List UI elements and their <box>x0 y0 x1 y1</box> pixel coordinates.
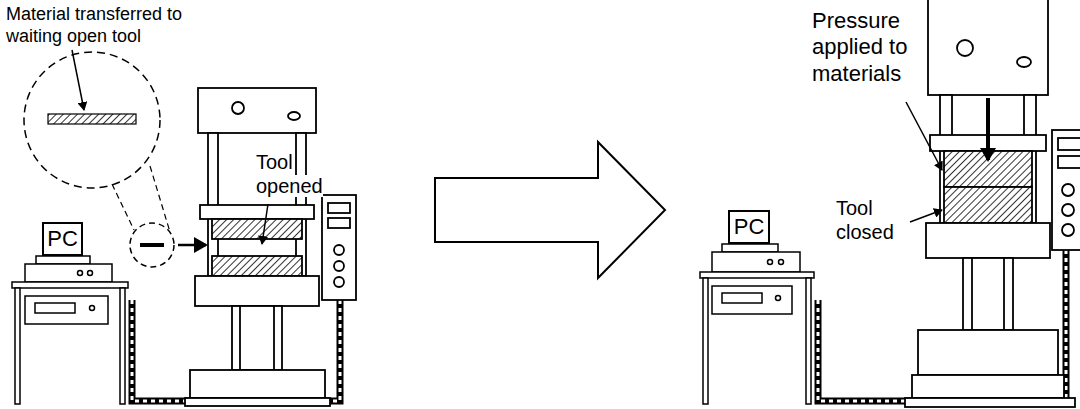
press-closed-part <box>918 330 1058 375</box>
computer-desk-part <box>712 252 800 272</box>
press-open-part <box>200 205 314 219</box>
press-open-part <box>190 370 325 398</box>
press-closed-part <box>905 398 1075 407</box>
callout-label: Pressure applied to materials <box>812 8 922 87</box>
computer-desk-part <box>722 244 778 252</box>
press-closed-part <box>957 40 973 56</box>
cable-part <box>818 300 914 401</box>
press-open-part <box>328 203 350 213</box>
press-closed-part <box>912 375 1064 398</box>
label-text: Material transferred to waiting open too… <box>6 4 182 46</box>
press-open-part <box>288 112 300 120</box>
magnifier-part <box>72 50 84 110</box>
computer-desk-part <box>806 278 811 404</box>
press-open-part <box>198 88 316 133</box>
press-closed-part <box>1058 156 1080 168</box>
magnifier-part <box>178 244 206 247</box>
monitor-label: PC <box>734 216 765 238</box>
press-open-part <box>322 195 356 300</box>
cable <box>132 300 340 401</box>
press-closed-part <box>963 258 1013 330</box>
computer-desk-part <box>776 296 781 301</box>
computer-desk-part <box>712 286 792 314</box>
computer-desk-part <box>779 260 784 265</box>
label-text: Tool closed <box>836 197 894 243</box>
magnifier-part <box>140 243 164 247</box>
callout-label: Tool closed <box>836 196 906 244</box>
magnifier-part <box>48 114 136 124</box>
press-closed-part <box>1062 204 1074 216</box>
computer-desk-part <box>35 303 75 313</box>
press-open-part <box>328 218 350 228</box>
pressure-arrow <box>986 98 990 160</box>
cable-part <box>132 300 192 401</box>
cable-part <box>818 300 914 401</box>
press-closed-part <box>1062 184 1074 196</box>
press-open-part <box>273 306 275 370</box>
magnifier-part <box>150 166 170 232</box>
press-closed-part <box>1003 258 1005 330</box>
press-open-part <box>185 398 330 406</box>
leader-line <box>906 102 942 170</box>
computer-desk-part <box>12 282 128 288</box>
label-text: Tool opened <box>256 151 323 197</box>
magnifier <box>24 50 206 267</box>
callout-label: Tool opened <box>256 150 328 198</box>
leader-line <box>910 210 942 222</box>
computer-desk-part <box>78 271 83 276</box>
pc-monitor: PC <box>728 210 770 244</box>
press-closed-part <box>1017 57 1031 67</box>
press-open-part <box>334 245 344 255</box>
magnifier-part <box>130 223 174 267</box>
computer-desk-part <box>25 264 112 282</box>
cable <box>818 250 1066 401</box>
press-open <box>185 88 356 406</box>
computer-desk-part <box>722 293 762 303</box>
computer-desk-part <box>88 271 93 276</box>
computer-desk <box>700 244 814 404</box>
leader-line <box>262 204 268 244</box>
press-open-part <box>239 306 241 370</box>
press-open-part <box>334 261 344 271</box>
press-closed-part <box>926 223 1050 258</box>
press-closed <box>905 0 1080 407</box>
computer-desk-part <box>768 260 773 265</box>
press-open-part <box>232 102 244 114</box>
press-open-part <box>195 276 319 306</box>
computer-desk-part <box>15 288 20 404</box>
computer-desk-part <box>703 278 708 404</box>
press-closed-part <box>971 258 973 330</box>
monitor-label: PC <box>47 228 78 250</box>
cable-part <box>132 300 192 401</box>
magnifier-part <box>112 184 134 230</box>
magnifier-part <box>24 52 160 188</box>
press-closed-part <box>928 0 1048 95</box>
computer-desk-part <box>120 288 125 404</box>
press-closed-part <box>944 187 1032 223</box>
press-open-part <box>212 256 302 276</box>
computer-desk-part <box>25 296 108 324</box>
computer-desk-part <box>90 306 95 311</box>
label-text: Pressure applied to materials <box>812 8 907 86</box>
press-open-part <box>334 277 344 287</box>
press-closed-part <box>1062 224 1074 236</box>
callout-label: Material transferred to waiting open too… <box>6 4 234 47</box>
computer-desk-part <box>700 272 814 278</box>
press-open-part <box>212 219 302 239</box>
press-open-part <box>232 306 282 370</box>
press-closed-part <box>1058 138 1080 150</box>
computer-desk-part <box>36 256 90 264</box>
transition-arrow <box>435 142 665 278</box>
pc-monitor: PC <box>42 222 83 256</box>
press-closed-part <box>1052 130 1080 250</box>
computer-desk <box>12 256 128 404</box>
